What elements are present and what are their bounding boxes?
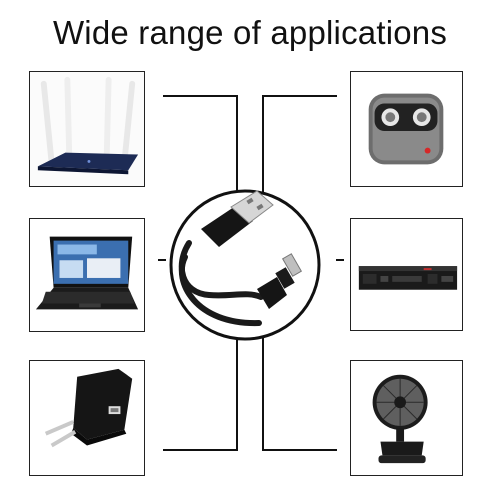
laptop-icon <box>30 219 144 331</box>
usb-to-dc-cable-icon <box>178 190 303 327</box>
amplifier-box <box>350 218 463 331</box>
page-title: Wide range of applications <box>52 14 448 51</box>
laptop-box <box>29 218 145 332</box>
bluetooth-speaker-icon <box>351 72 462 186</box>
usb-cable-circle <box>169 189 321 341</box>
clip-fan-icon <box>351 361 462 475</box>
fan-box <box>350 360 463 476</box>
power-amplifier-icon <box>351 219 462 330</box>
router-icon <box>30 72 144 186</box>
router-box <box>29 71 145 187</box>
charger-box <box>29 360 145 476</box>
wall-charger-icon <box>30 361 144 475</box>
speaker-box <box>350 71 463 187</box>
